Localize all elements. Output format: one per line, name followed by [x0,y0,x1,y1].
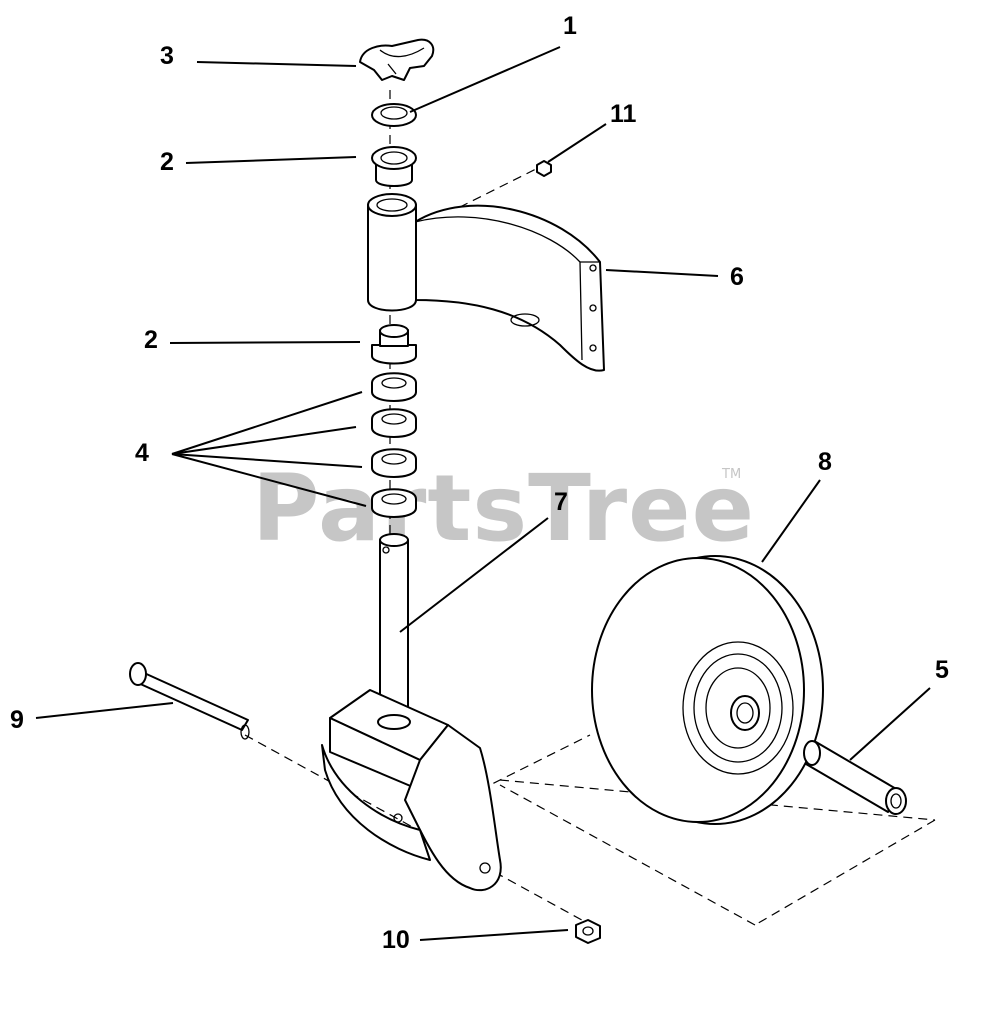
axle-spacer-tube [803,740,907,815]
callout-4: 4 [135,439,149,467]
upper-flange-bushing [371,146,417,187]
top-washer [371,103,417,127]
callout-10: 10 [382,926,410,954]
watermark-text: PartsTree [252,455,755,562]
callout-2-lower: 2 [144,326,158,354]
watermark: PartsTree TM [252,455,755,562]
callout-5: 5 [935,656,949,684]
callout-11: 11 [610,100,637,128]
leader-lines [35,46,931,941]
caster-spindle [379,533,409,725]
callout-1: 1 [563,12,577,40]
lower-flange-bushing [371,324,417,365]
caster-fork [321,689,502,892]
spacer-washers [371,372,417,518]
caster-bracket [367,193,605,372]
lock-nut [575,919,601,944]
callout-8: 8 [818,448,832,476]
bracket-nut [536,160,552,177]
caster-wheel [591,555,824,825]
callout-6: 6 [730,263,744,291]
callout-7: 7 [554,488,568,516]
axle-bolt [129,662,250,740]
callout-2-upper: 2 [160,148,174,176]
callouts: 1 2 2 3 4 5 6 7 8 9 10 11 [10,12,949,954]
callout-3: 3 [160,42,174,70]
callout-9: 9 [10,706,24,734]
watermark-trademark: TM [721,467,741,482]
retainer-clip [359,38,435,81]
